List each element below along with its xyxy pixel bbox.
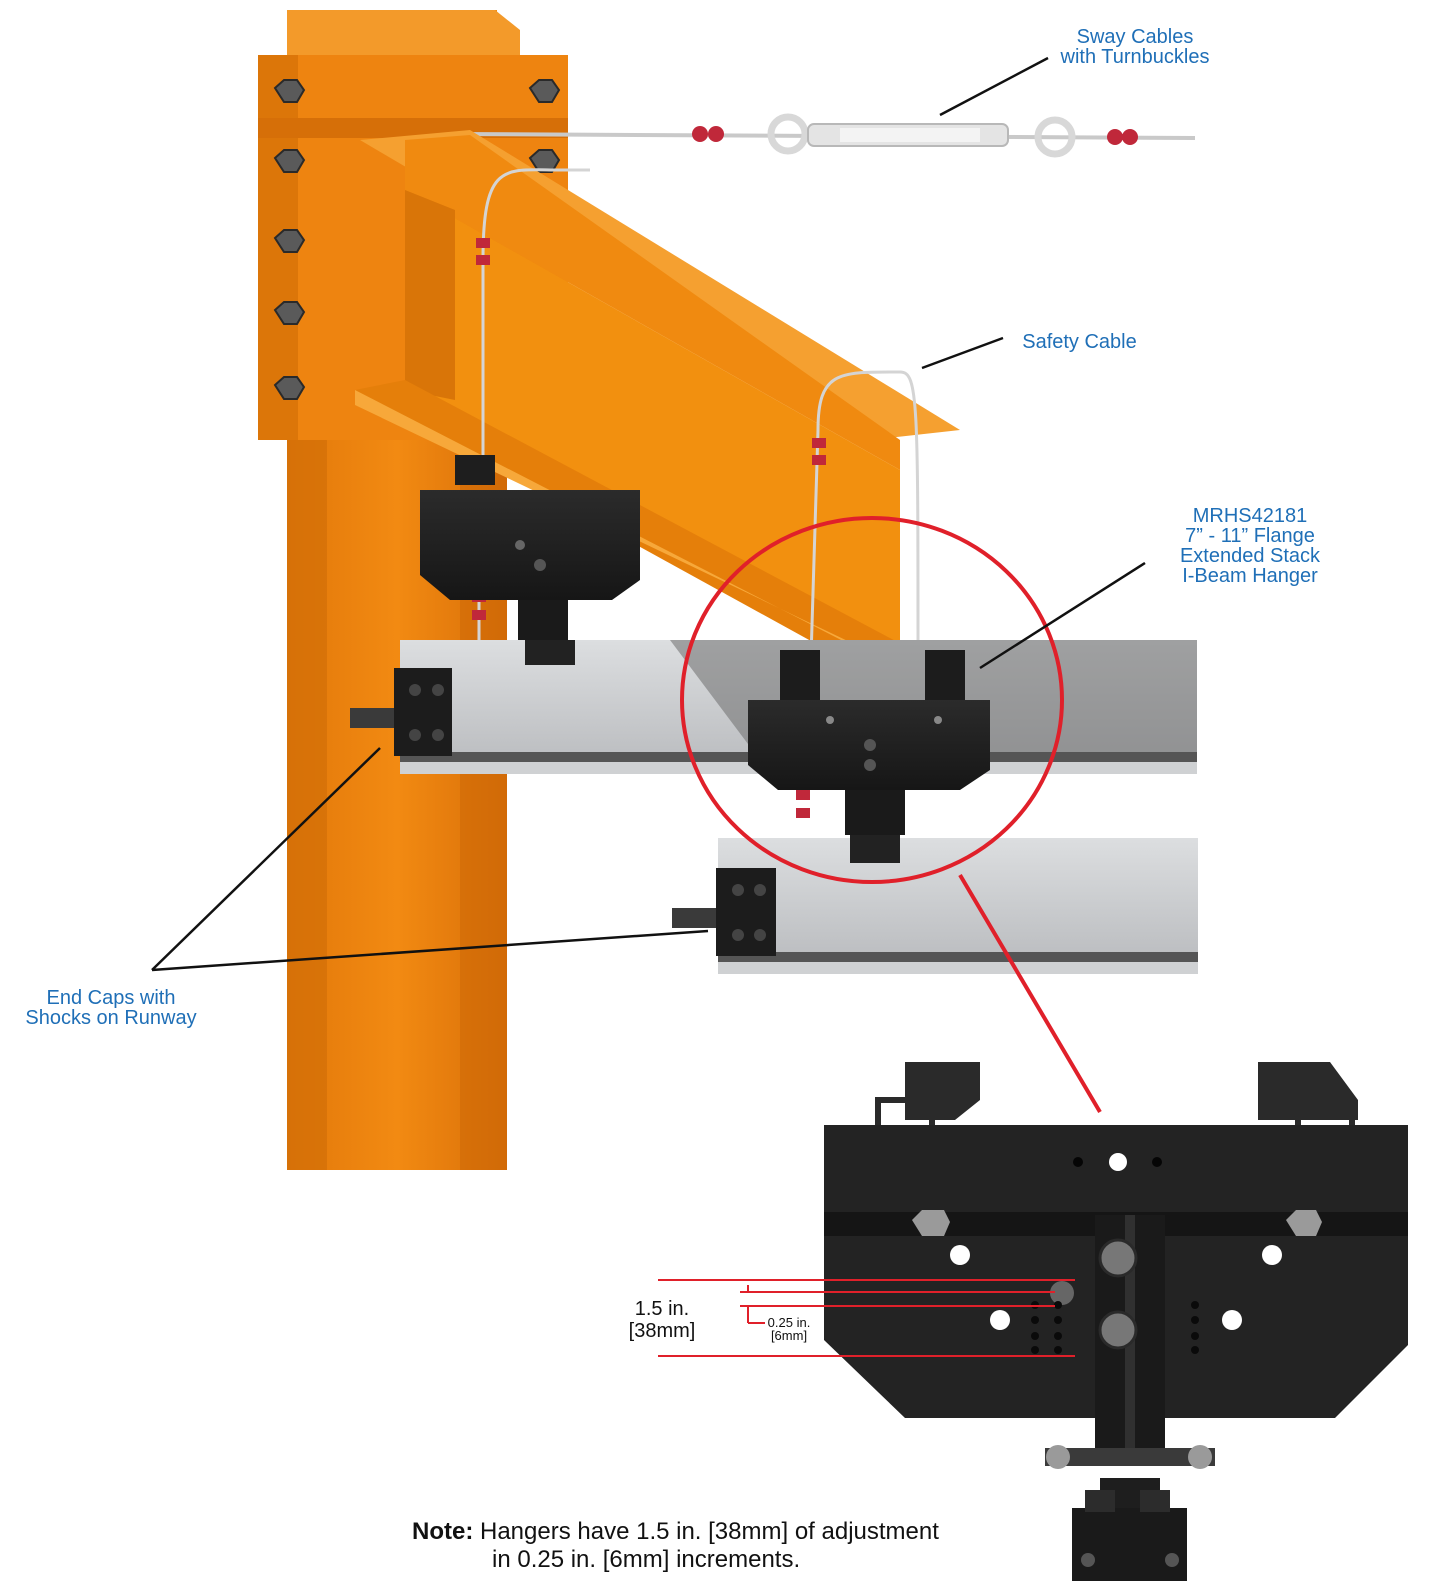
i-beam-boom [355,130,960,690]
hanger-model-label: MRHS42181 7” - 11” Flange Extended Stack… [1179,505,1321,587]
lower-end-cap [672,868,776,956]
lower-runway [718,838,1198,974]
hanger-right [748,650,990,863]
note-line-1: Hangers have 1.5 in. [38mm] of adjustmen… [480,1518,939,1545]
hanger-detail [824,1062,1408,1581]
detail-callout [680,516,1102,1114]
dimension-lines [658,1279,1075,1357]
adjustment-note: Note: Hangers have 1.5 in. [38mm] of adj… [412,1518,1072,1574]
end-caps-label: End Caps with Shocks on Runway [25,987,197,1029]
plate-bolts [273,79,561,400]
increment-label: 0.25 in. [6mm] [767,1315,811,1343]
upper-end-cap [350,668,452,756]
sway-cables-label: Sway Cables with Turnbuckles [1060,26,1210,68]
safety-cable-label: Safety Cable [1022,331,1137,353]
note-line-2: in 0.25 in. [6mm] increments. [492,1546,801,1573]
leader-lines [151,56,1146,972]
note-label: Note: [412,1518,474,1545]
hanger-left [420,455,640,665]
sway-cable [454,113,1196,158]
adjustment-range-label: 1.5 in. [38mm] [628,1298,696,1342]
